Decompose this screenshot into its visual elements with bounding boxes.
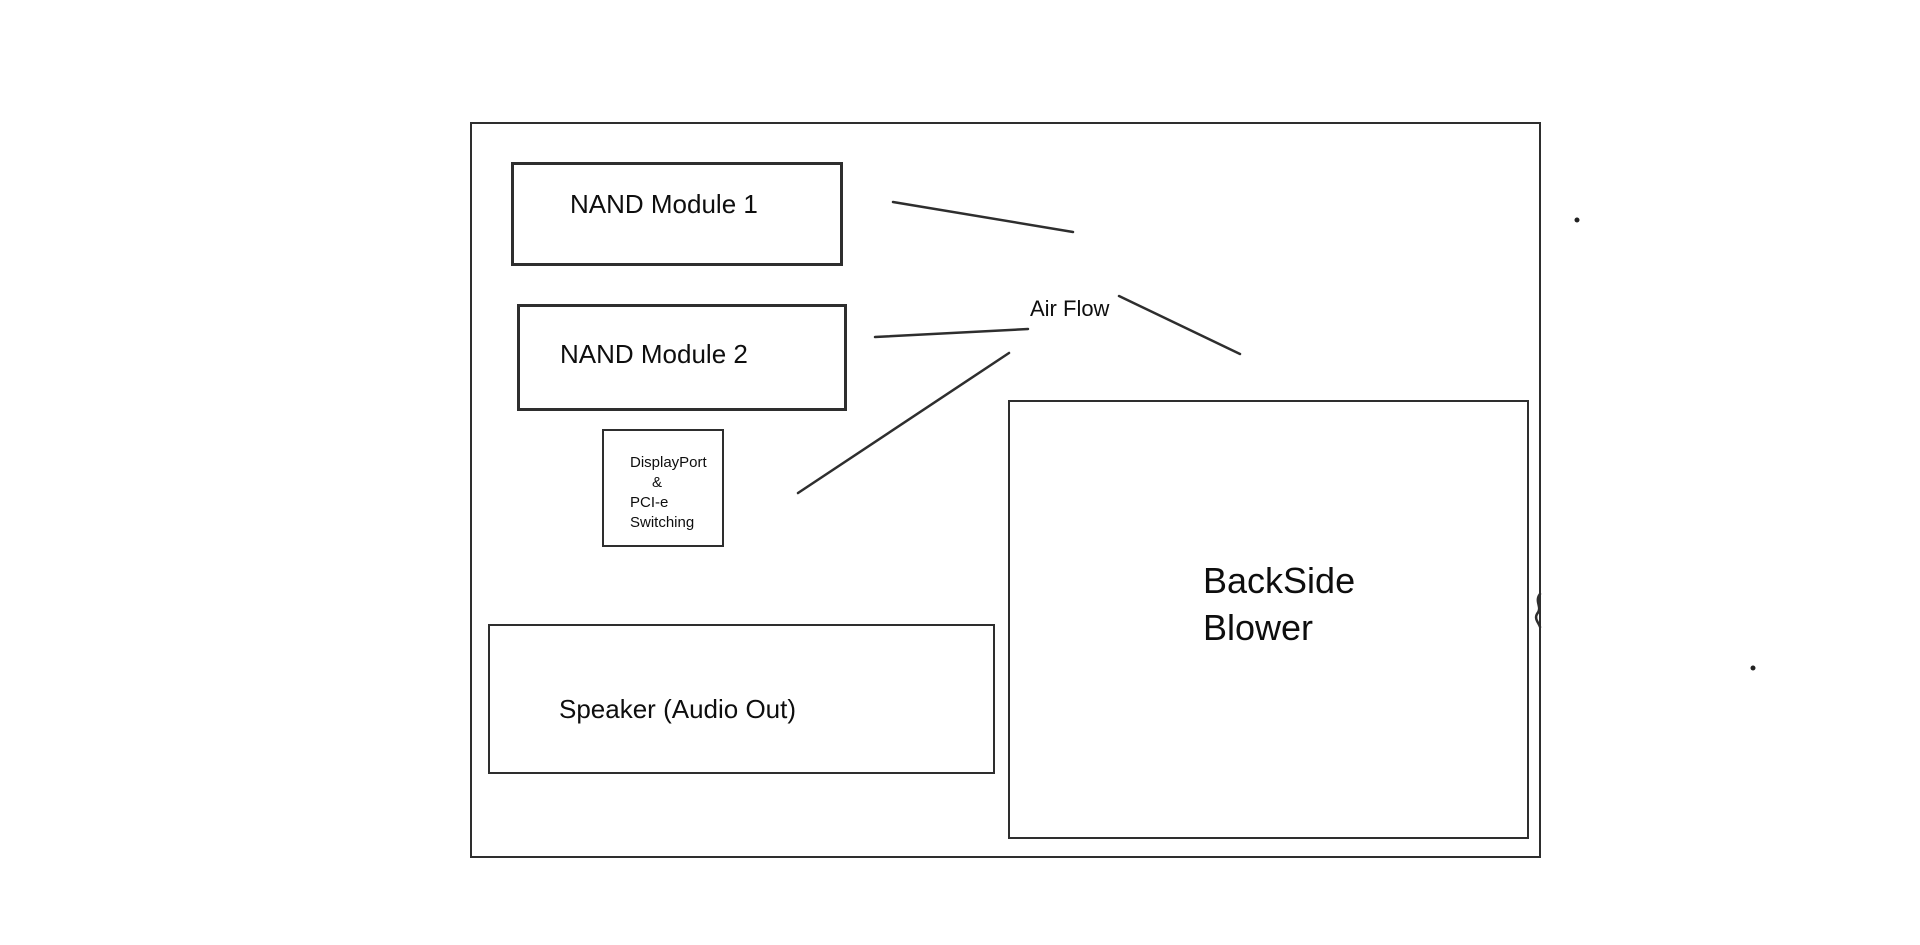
displayport-line-1: DisplayPort: [630, 454, 707, 471]
displayport-pcie-switching-box: DisplayPort & PCI-e Switching: [602, 429, 724, 547]
blower-label-line-2: Blower: [1203, 607, 1314, 648]
displayport-line-3: PCI-e: [630, 494, 669, 511]
nand-module-1-label: NAND Module 1: [570, 189, 758, 219]
blower-label-line-1: BackSide: [1203, 560, 1356, 601]
nand-module-2-box: NAND Module 2: [517, 304, 847, 411]
nand-module-1-box: NAND Module 1: [511, 162, 843, 266]
ink-dot-middle-right: [1750, 665, 1756, 671]
displayport-line-2: &: [652, 474, 663, 491]
displayport-line-4: Switching: [630, 514, 695, 531]
nand-module-2-label: NAND Module 2: [560, 339, 748, 369]
air-flow-label: Air Flow: [1030, 296, 1110, 321]
speaker-audio-out-box: Speaker (Audio Out): [488, 624, 995, 774]
ink-dot-top-right: [1574, 217, 1580, 223]
backside-blower-box: BackSide Blower: [1008, 400, 1529, 839]
speaker-label: Speaker (Audio Out): [559, 694, 797, 724]
